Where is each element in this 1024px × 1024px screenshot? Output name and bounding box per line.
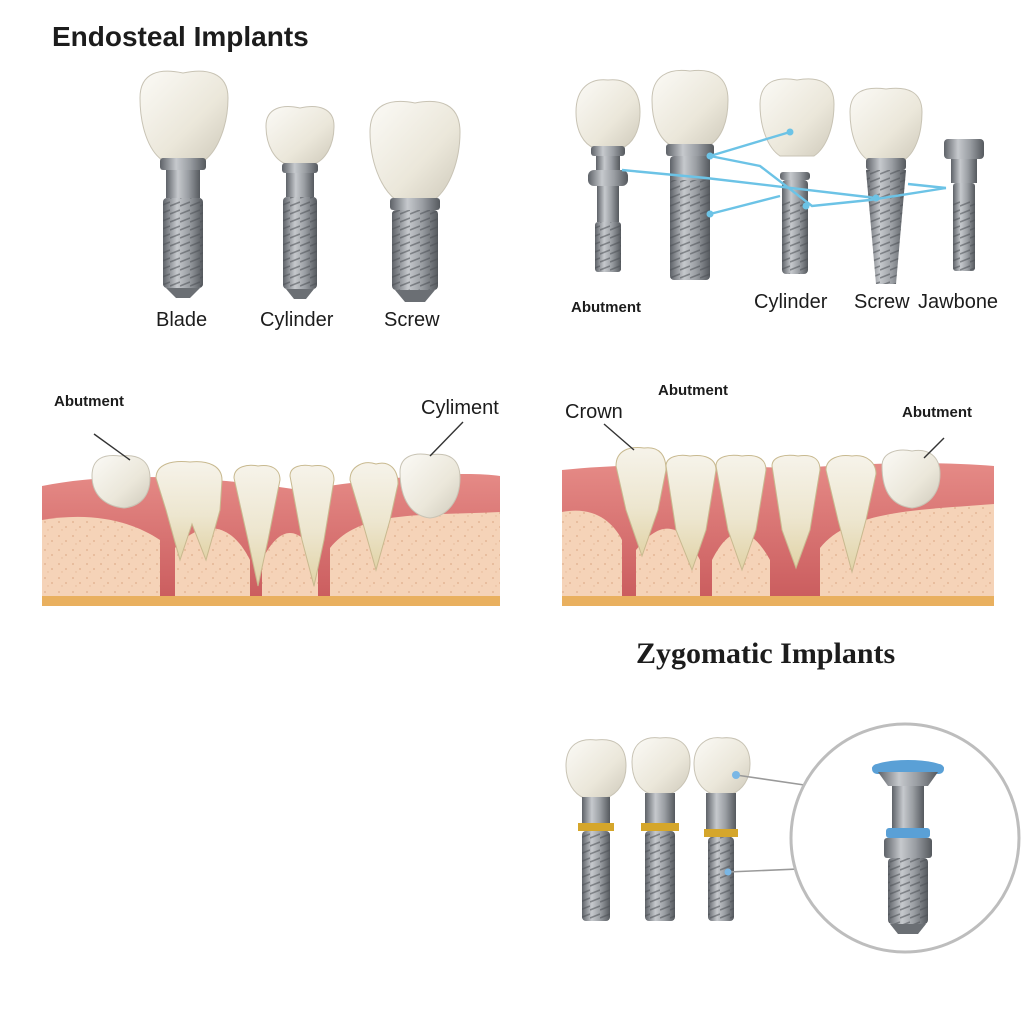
label-abutment-b: Abutment	[571, 299, 641, 316]
implant-e3	[693, 737, 751, 921]
leader-cyliment	[429, 421, 464, 457]
label-screw-b: Screw	[854, 291, 910, 313]
label-abutment-c: Abutment	[54, 393, 124, 410]
crown-part	[759, 78, 835, 157]
implant-e2	[631, 737, 691, 921]
panel-c-jaw	[42, 421, 500, 606]
panel-e-zygomatic	[565, 722, 1021, 954]
label-screw-a: Screw	[384, 309, 440, 331]
cylinder-part	[780, 172, 810, 274]
leader-abutment-c	[93, 433, 131, 461]
connector-dots	[706, 128, 880, 218]
magnified-implant	[872, 760, 944, 934]
tapered-screw-part	[849, 87, 923, 284]
label-cylinder-b: Cylinder	[754, 291, 828, 313]
label-crown: Crown	[565, 401, 623, 423]
abutment-part	[944, 139, 984, 271]
label-cyliment: Cyliment	[421, 397, 499, 419]
label-abutment-d-right: Abutment	[902, 404, 972, 421]
leader-crown	[603, 423, 635, 451]
implant-e1	[565, 739, 627, 921]
implant-screw	[369, 100, 461, 302]
label-jawbone: Jawbone	[918, 291, 999, 313]
leader-abutment-d	[923, 437, 945, 459]
implant-cylinder	[265, 106, 335, 299]
connector-lines	[621, 130, 947, 216]
panel-d-jaw	[562, 423, 994, 606]
title-endosteal: Endosteal Implants	[52, 21, 309, 52]
implant-blade	[139, 70, 229, 298]
panel-b-components	[575, 69, 984, 284]
title-zygomatic: Zygomatic Implants	[636, 637, 896, 670]
panel-a-implants	[139, 70, 461, 302]
label-cylinder-a: Cylinder	[260, 309, 334, 331]
implant-b1	[575, 79, 641, 272]
implant-b2	[651, 69, 729, 280]
label-abutment-d-top: Abutment	[658, 382, 728, 399]
label-blade: Blade	[156, 309, 208, 331]
